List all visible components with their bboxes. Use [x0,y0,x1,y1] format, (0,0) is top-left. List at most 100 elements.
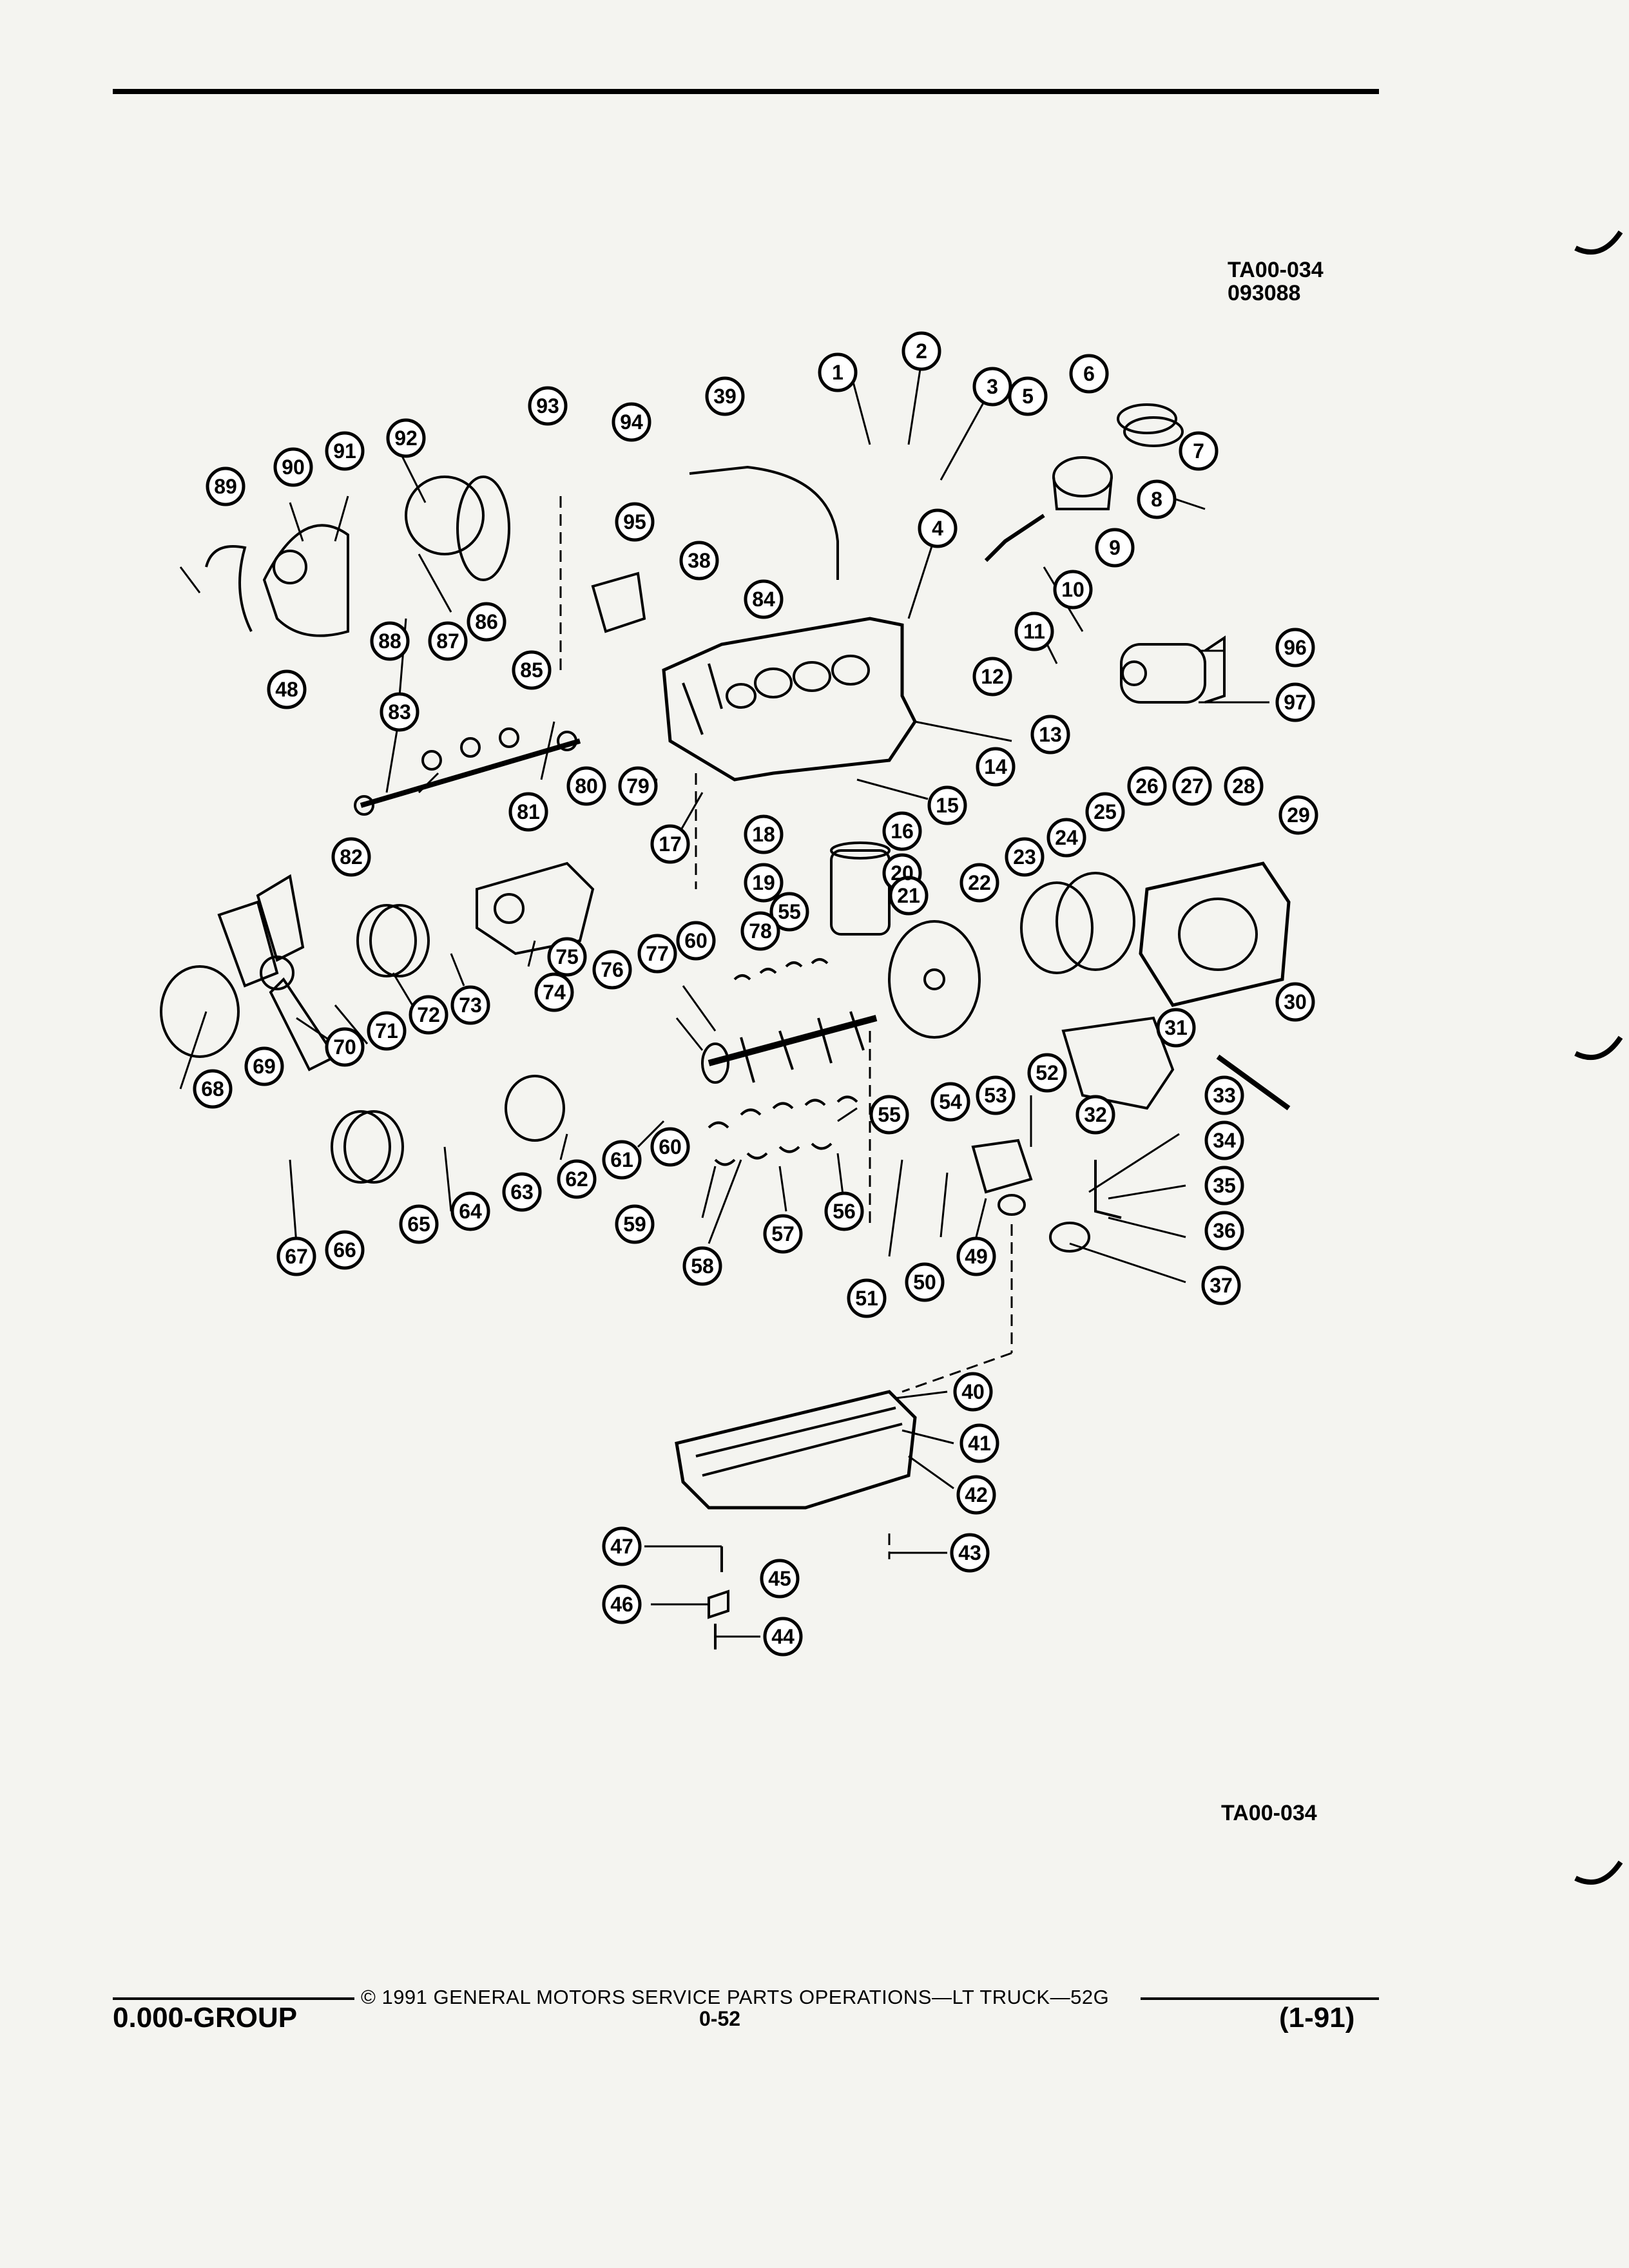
pulleys [331,904,430,1184]
flywheel-housing-cover [1061,1016,1175,1110]
callout-11: 11 [1023,620,1045,643]
callout-77: 77 [646,942,669,965]
callout-18: 18 [752,823,775,846]
callout-83: 83 [388,700,411,724]
callout-49: 49 [965,1245,988,1268]
callout-43: 43 [958,1541,981,1564]
binder-mark-middle [1574,1035,1623,1061]
callout-75: 75 [555,945,579,968]
engine-block [662,617,917,782]
callout-23: 23 [1013,845,1036,869]
callout-89: 89 [214,475,237,498]
callout-81: 81 [517,800,540,823]
fan [217,874,337,1072]
callout-36: 36 [1213,1219,1236,1242]
callout-27: 27 [1181,774,1204,798]
callout-42: 42 [965,1483,988,1506]
callout-95: 95 [623,510,646,533]
callout-12: 12 [981,665,1004,688]
callout-93: 93 [536,394,559,418]
callout-10: 10 [1061,578,1084,601]
callout-47: 47 [610,1535,633,1558]
oil-filter [830,841,891,936]
callout-79: 79 [626,774,650,798]
main-bearings [708,958,858,1166]
callout-25: 25 [1094,800,1117,823]
figure-id-top: TA00-034 [1228,258,1324,282]
callout-28: 28 [1232,774,1255,798]
callout-50: 50 [913,1271,936,1294]
footer-page-number: 0-52 [699,2007,741,2030]
callout-41: 41 [968,1432,991,1455]
callout-1: 1 [832,361,843,384]
callout-48: 48 [275,678,298,701]
callout-32: 32 [1084,1103,1107,1126]
callout-60: 60 [684,929,708,952]
thermostat-housing [591,572,646,633]
callout-70: 70 [333,1035,356,1059]
callout-92: 92 [394,427,418,450]
callout-82: 82 [340,845,363,869]
callout-65: 65 [407,1213,430,1236]
callout-45: 45 [768,1567,791,1590]
callout-84: 84 [752,588,775,611]
callout-88: 88 [378,629,401,653]
oil-pan [675,1390,917,1510]
callout-33: 33 [1213,1084,1236,1107]
callout-67: 67 [285,1245,308,1268]
callout-7: 7 [1193,439,1204,463]
starter-motor [1120,635,1226,704]
footer-rule-right [1141,1997,1379,2000]
footer-rule-left [113,1997,354,2000]
callout-78: 78 [749,919,772,943]
callout-72: 72 [417,1003,440,1026]
callout-86: 86 [475,610,498,633]
clutch-fork [1216,1054,1291,1111]
callout-35: 35 [1213,1174,1236,1197]
callout-6: 6 [1083,362,1095,385]
footer-group: 0.000-GROUP [113,2002,298,2033]
callout-61: 61 [610,1148,633,1171]
timing-cover [205,524,349,637]
callout-21: 21 [897,884,920,907]
callout-9: 9 [1109,536,1121,559]
callout-26: 26 [1135,774,1159,798]
binder-mark-bottom [1574,1860,1623,1885]
callout-22: 22 [968,871,991,894]
callout-19: 19 [752,871,775,894]
callout-38: 38 [688,549,711,572]
fan-spacer [160,965,240,1058]
callout-69: 69 [253,1055,276,1078]
callout-57: 57 [771,1222,795,1245]
callout-5: 5 [1022,385,1034,408]
crankshaft [701,1011,878,1084]
callout-15: 15 [936,794,959,817]
callout-29: 29 [1287,803,1310,827]
callout-31: 31 [1164,1016,1188,1039]
callout-13: 13 [1039,723,1062,746]
callout-52: 52 [1036,1061,1059,1084]
callout-8: 8 [1151,488,1162,511]
oil-pickup [1049,1160,1122,1253]
callout-96: 96 [1284,636,1307,659]
callout-87: 87 [436,629,459,653]
callout-40: 40 [961,1380,985,1403]
callout-58: 58 [691,1254,714,1278]
callout-73: 73 [459,994,482,1017]
callout-91: 91 [333,439,356,463]
callout-51: 51 [855,1287,878,1310]
callout-55: 55 [878,1103,901,1126]
callout-59: 59 [623,1213,646,1236]
water-pump [476,861,595,956]
callout-74: 74 [543,981,566,1004]
callout-39: 39 [713,385,737,408]
callout-56: 56 [833,1200,856,1223]
callout-68: 68 [201,1077,224,1100]
callout-46: 46 [610,1593,633,1616]
drain-plug [708,1546,729,1649]
clutch-assembly [888,872,1135,1039]
piston [1052,403,1184,510]
callout-80: 80 [575,774,598,798]
callout-14: 14 [984,755,1007,778]
